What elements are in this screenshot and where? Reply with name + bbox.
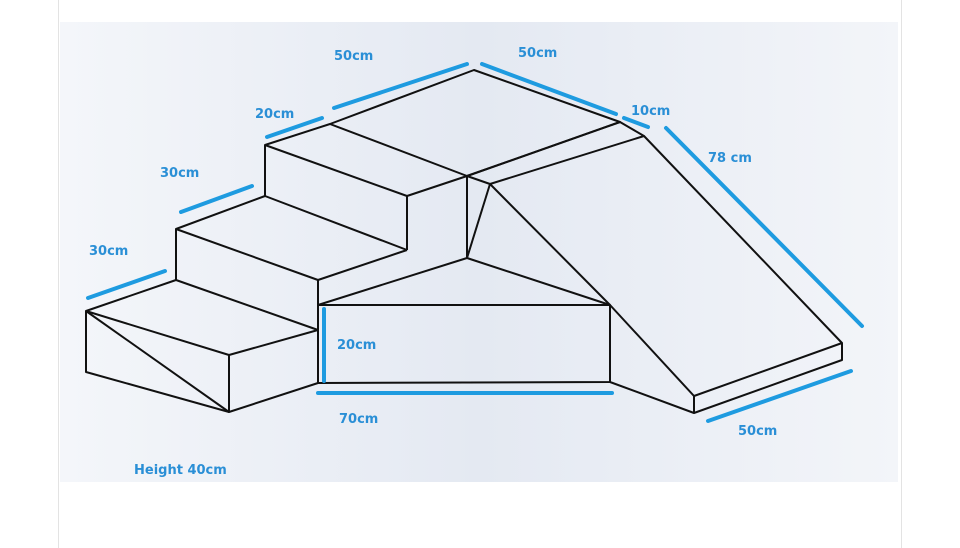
top-step-right-edge — [406, 175, 468, 197]
triangle-back-edge — [466, 183, 491, 259]
label-slide-width: 50cm — [738, 424, 777, 439]
label-step-mid-depth: 30cm — [160, 166, 199, 181]
dimension-labels: 50cm 50cm 20cm 10cm 78 cm 30cm 30cm 20cm… — [89, 46, 777, 478]
label-slide-offset: 10cm — [631, 104, 670, 119]
label-triangle-height: 20cm — [337, 338, 376, 353]
label-total-height: Height 40cm — [134, 463, 227, 478]
dim-line-step-mid-depth — [179, 184, 254, 214]
dim-line-slide-length — [664, 126, 864, 328]
middle-step-outline — [175, 195, 408, 280]
top-step-left-edge — [264, 123, 331, 146]
diagram-background — [60, 22, 898, 482]
middle-step-back — [317, 249, 408, 281]
bottom-step-front — [85, 311, 230, 413]
middle-step-edge — [175, 228, 319, 281]
dim-line-step-top-depth — [265, 116, 324, 139]
triangle-top — [317, 257, 611, 306]
bottom-step-top-edge — [85, 310, 230, 356]
dim-line-top-right-depth — [480, 62, 618, 116]
label-top-right-depth: 50cm — [518, 46, 557, 61]
top-step-front — [264, 144, 408, 250]
dim-line-step-low-depth — [86, 269, 167, 300]
block-edges — [85, 69, 843, 414]
label-step-top-depth: 20cm — [255, 107, 294, 122]
label-triangle-length: 70cm — [339, 412, 378, 427]
dim-line-slide-offset — [622, 116, 650, 129]
dim-line-slide-width — [706, 369, 853, 423]
dim-line-top-left-width — [332, 62, 469, 110]
dimension-lines — [86, 62, 864, 423]
label-slide-length: 78 cm — [708, 151, 752, 166]
label-step-low-depth: 30cm — [89, 244, 128, 259]
triangle-front — [317, 305, 611, 384]
label-top-left-width: 50cm — [334, 49, 373, 64]
bottom-step-riser-edge — [228, 329, 319, 356]
